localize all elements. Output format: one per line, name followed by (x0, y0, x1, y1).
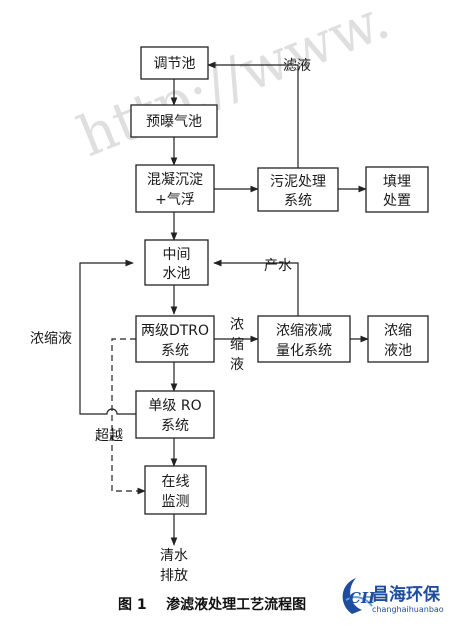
node-wuni-label-1: 污泥处理 (270, 174, 326, 190)
label-chanshui: 产水 (264, 258, 292, 274)
node-tianmai: 填埋 处置 (365, 166, 429, 213)
node-wuni: 污泥处理 系统 (257, 167, 339, 212)
brand-logo-pinyin: changhaihuanbao (372, 605, 444, 614)
node-dtro-label-1: 两级DTRO (141, 323, 209, 339)
label-chaoyue: 超越 (95, 428, 123, 444)
node-zaixian-label-1: 在线 (162, 474, 190, 490)
node-jianliang: 浓缩液减 量化系统 (257, 315, 351, 363)
edge-nongsuoye-return (79, 259, 136, 415)
node-zhongjian-label-1: 中间 (163, 247, 191, 263)
label-nongsuoye-v3: 液 (230, 357, 244, 373)
watermark-text: http://www. (69, 0, 398, 170)
node-yubao-pool: 预曝气池 (130, 104, 218, 138)
brand-logo: CH 昌海环保 changhaihuanbao (342, 578, 444, 614)
node-wuni-label-2: 系统 (284, 193, 312, 209)
node-nongsuochi: 浓缩 液池 (367, 315, 429, 363)
node-tianmai-label-1: 填埋 (383, 174, 411, 190)
edge-filtrate-return (207, 61, 299, 168)
label-lvye: 滤液 (283, 58, 311, 74)
figure-caption: 图 1 渗滤液处理工艺流程图 (118, 596, 306, 613)
node-nongsuochi-label-1: 浓缩 (384, 323, 412, 339)
node-hunning-label-2: +气浮 (155, 192, 195, 208)
node-zhongjian-label-2: 水池 (163, 266, 191, 282)
brand-logo-swoosh-icon (342, 578, 362, 614)
node-hunning-label-1: 混凝沉淀 (147, 172, 203, 188)
label-nongsuoye-left: 浓缩液 (30, 331, 72, 347)
node-dtro: 两级DTRO 系统 (135, 315, 215, 363)
brand-logo-wave-icon (345, 596, 373, 607)
node-ro-label-2: 系统 (161, 418, 189, 434)
node-dtro-label-2: 系统 (161, 343, 189, 359)
node-zhongjian: 中间 水池 (144, 239, 209, 286)
node-jianliang-label-2: 量化系统 (276, 343, 332, 359)
node-nongsuochi-label-2: 液池 (384, 343, 412, 359)
node-jianliang-label-1: 浓缩液减 (276, 323, 332, 339)
label-nongsuoye-v1: 浓 (230, 317, 244, 333)
brand-logo-name: 昌海环保 (372, 584, 441, 605)
node-tianmai-label-2: 处置 (383, 193, 411, 209)
node-ro: 单级 RO 系统 (135, 390, 215, 439)
node-ro-label-1: 单级 RO (148, 398, 201, 414)
edge-chanshui-return (213, 259, 299, 316)
node-hunning: 混凝沉淀 +气浮 (135, 164, 215, 213)
node-tiaojie-pool: 调节池 (140, 46, 209, 80)
node-tiaojie-label: 调节池 (154, 56, 196, 72)
node-zaixian-label-2: 监测 (162, 494, 190, 510)
label-nongsuoye-v2: 缩 (230, 337, 244, 353)
label-discharge-1: 清水 (160, 548, 188, 564)
edge-bypass-dashed (111, 338, 146, 495)
label-discharge-2: 排放 (160, 568, 188, 584)
brand-logo-mark: CH (349, 589, 376, 607)
node-yubao-label: 预曝气池 (146, 114, 202, 130)
node-zaixian: 在线 监测 (144, 465, 207, 515)
